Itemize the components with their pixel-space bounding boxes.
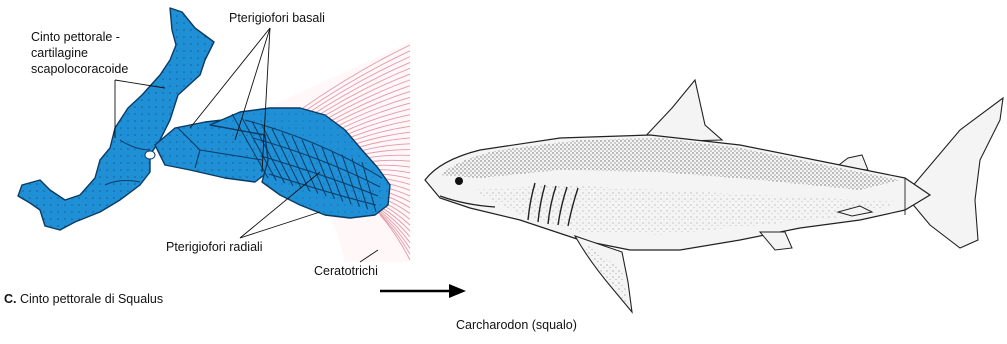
arrow-right-icon — [380, 284, 466, 298]
label-basal-pterygiophores: Pterigiofori basali — [229, 11, 325, 25]
shark-caption: Carcharodon (squalo) — [456, 318, 577, 332]
figure-caption: C. Cinto pettorale di Squalus — [4, 292, 163, 306]
label-ceratotrichi: Ceratotrichi — [314, 264, 378, 278]
shark-illustration — [425, 80, 1003, 312]
caption-letter: C. — [4, 292, 17, 306]
label-radial-pterygiophores: Pterigiofori radiali — [166, 240, 263, 254]
label-girdle-line3: scapolocoracoide — [31, 62, 128, 76]
caption-text: Cinto pettorale di Squalus — [20, 292, 163, 306]
label-girdle-line1: Cinto pettorale - — [31, 30, 120, 44]
label-girdle-line2: cartilagine — [31, 46, 88, 60]
